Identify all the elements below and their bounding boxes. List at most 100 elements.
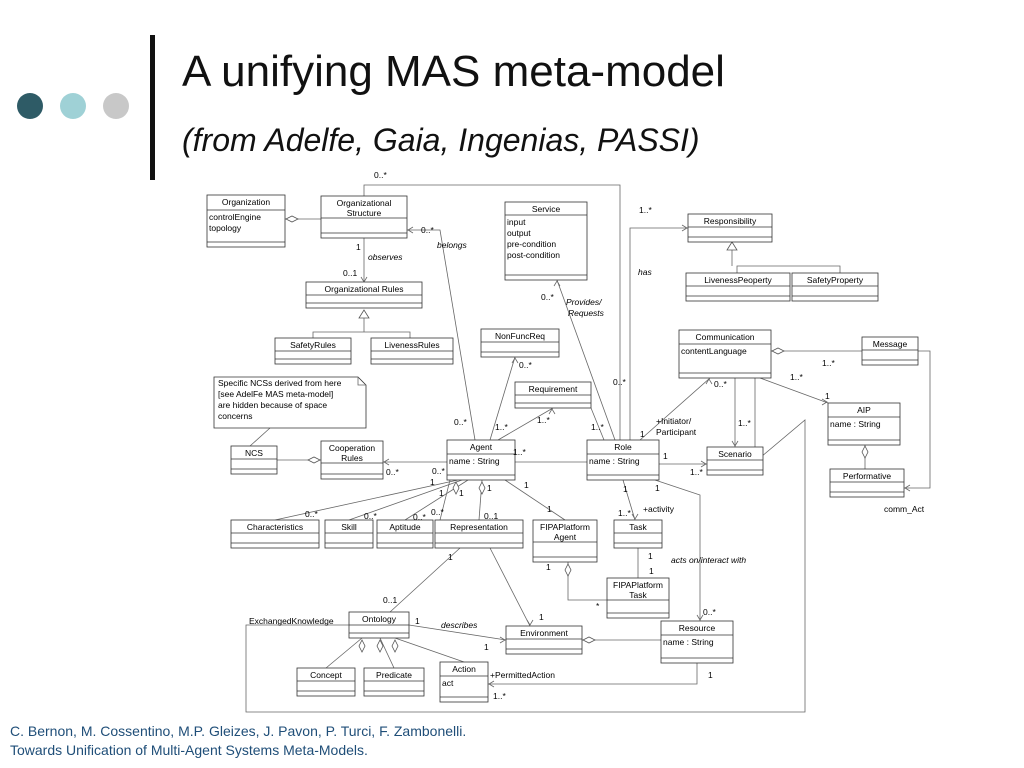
class-representation: Representation <box>434 519 524 549</box>
class-name: Scenario <box>718 449 752 459</box>
association-line <box>407 229 476 441</box>
label-provides: Provides/ <box>566 297 603 307</box>
association-line <box>497 407 554 441</box>
multiplicity-label: 1 <box>524 480 529 490</box>
label-permitted-action: +PermittedAction <box>490 670 555 680</box>
class-name: Characteristics <box>247 522 303 532</box>
class-attribute: pre-condition <box>507 239 556 249</box>
class-name: Action <box>452 664 476 674</box>
class-attribute: name : String <box>449 456 500 466</box>
decorative-dot-light <box>60 93 86 119</box>
navigability-arrow <box>631 513 639 520</box>
class-name: FIPAPlatform <box>613 580 663 590</box>
association-line <box>274 479 459 521</box>
class-attribute: name : String <box>830 419 881 429</box>
multiplicity-label: 1 <box>648 551 653 561</box>
association-line <box>590 407 605 441</box>
association-line <box>567 562 607 601</box>
class-name: Organizational <box>337 198 392 208</box>
class-name: LivenessPeoperty <box>704 275 772 285</box>
class-service: Serviceinputoutputpre-conditionpost-cond… <box>504 201 588 281</box>
association-line <box>439 479 451 521</box>
decorative-dot-grey <box>103 93 129 119</box>
association-line <box>489 547 531 627</box>
multiplicity-label: 1 <box>640 429 645 439</box>
class-performative: Performative <box>829 468 905 498</box>
aggregation-diamond <box>376 639 384 653</box>
class-name: LivenessRules <box>384 340 439 350</box>
class-name: Performative <box>843 471 891 481</box>
multiplicity-label: 0..* <box>613 377 626 387</box>
multiplicity-label: 1 <box>655 483 660 493</box>
multiplicity-label: 0..* <box>421 225 434 235</box>
navigability-arrow <box>731 440 739 447</box>
association-line <box>249 427 271 447</box>
class-name: Requirement <box>529 384 578 394</box>
class-message: Message <box>861 336 919 366</box>
class-liveness-rules: LivenessRules <box>370 337 454 365</box>
class-attribute: act <box>442 678 454 688</box>
class-org-rules: Organizational Rules <box>305 281 423 309</box>
class-name: Predicate <box>376 670 412 680</box>
class-attribute: input <box>507 217 526 227</box>
multiplicity-label: 1..* <box>513 447 526 457</box>
multiplicity-label: 1..* <box>591 422 604 432</box>
association-line <box>363 184 621 440</box>
association-line <box>759 377 829 404</box>
multiplicity-label: 1 <box>487 483 492 493</box>
citation-title: Towards Unification of Multi-Agent Syste… <box>10 742 368 758</box>
multiplicity-label: 1..* <box>493 691 506 701</box>
label-exchanged-knowledge: ExchangedKnowledge <box>249 616 334 626</box>
generalization-arrow <box>358 309 370 319</box>
class-name: Environment <box>520 628 568 638</box>
association-line <box>348 479 463 521</box>
multiplicity-label: 1 <box>649 566 654 576</box>
class-name: Concept <box>310 670 342 680</box>
multiplicity-label: 1 <box>459 488 464 498</box>
association-line <box>312 331 411 338</box>
multiplicity-label: 1..* <box>690 467 703 477</box>
label-acts-on: acts on/interact with <box>671 555 746 565</box>
multiplicity-label: 0..* <box>714 379 727 389</box>
class-characteristics: Characteristics <box>230 519 320 549</box>
class-name: Message <box>873 339 908 349</box>
class-attribute: post-condition <box>507 250 560 260</box>
class-name: Communication <box>695 332 754 342</box>
slide-subtitle: (from Adelfe, Gaia, Ingenias, PASSI) <box>182 122 700 158</box>
multiplicity-label: 0..* <box>305 509 318 519</box>
label-activity: +activity <box>643 504 675 514</box>
label-observes: observes <box>368 252 403 262</box>
class-safety-rules: SafetyRules <box>274 337 352 365</box>
note-ncs: Specific NCSs derived from here[see Adel… <box>213 376 367 429</box>
multiplicity-label: 1 <box>356 242 361 252</box>
multiplicity-label: 1..* <box>822 358 835 368</box>
class-name: Structure <box>347 208 382 218</box>
class-scenario: Scenario <box>706 446 764 476</box>
note-text: [see AdelFe MAS meta-model] <box>218 389 333 399</box>
class-safety-property: SafetyProperty <box>791 272 879 302</box>
navigability-arrow <box>681 224 688 232</box>
association-line <box>488 663 698 685</box>
generalization-arrow <box>726 241 738 251</box>
aggregation-diamond <box>564 563 572 577</box>
multiplicity-label: 1 <box>825 391 830 401</box>
association-line <box>639 377 711 441</box>
aggregation-diamond <box>478 481 486 495</box>
association-line <box>504 479 566 521</box>
class-name: Ontology <box>362 614 397 624</box>
aggregation-diamond <box>358 639 366 653</box>
multiplicity-label: 1 <box>663 451 668 461</box>
multiplicity-label: 0..* <box>413 512 426 522</box>
navigability-arrow <box>700 460 707 468</box>
multiplicity-label: 1..* <box>495 422 508 432</box>
class-attribute: topology <box>209 223 242 233</box>
class-task: Task <box>613 519 663 549</box>
class-name: NCS <box>245 448 263 458</box>
class-name: Role <box>614 442 632 452</box>
multiplicity-label: 1 <box>439 488 444 498</box>
multiplicity-label: 0..* <box>431 507 444 517</box>
class-attribute: controlEngine <box>209 212 261 222</box>
